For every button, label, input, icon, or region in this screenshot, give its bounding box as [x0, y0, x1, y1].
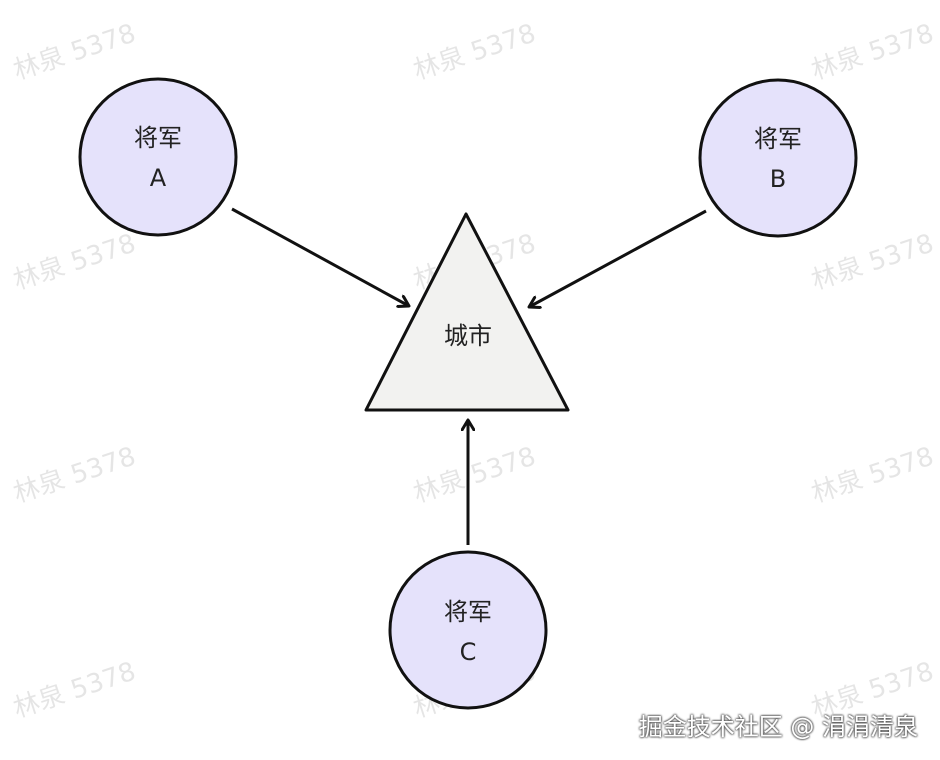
arrow-a-to-city [231, 207, 409, 306]
general-a-label: 将军 A [78, 118, 238, 198]
general-c-letter: C [459, 638, 477, 666]
general-c-label: 将军 C [388, 592, 548, 672]
general-b-node [698, 78, 858, 238]
general-a-title: 将军 [134, 124, 182, 152]
general-b-title: 将军 [754, 125, 802, 153]
general-a-node [78, 77, 238, 237]
general-c-node [388, 550, 548, 710]
general-a-letter: A [149, 164, 167, 192]
arrow-b-to-city [529, 209, 707, 307]
general-c-title: 将军 [444, 598, 492, 626]
city-label: 城市 [444, 322, 492, 350]
city-node [364, 212, 570, 412]
source-credit: 掘金技术社区 @ 涓涓清泉 [638, 713, 918, 741]
general-b-label: 将军 B [698, 119, 858, 199]
general-b-letter: B [769, 165, 787, 193]
